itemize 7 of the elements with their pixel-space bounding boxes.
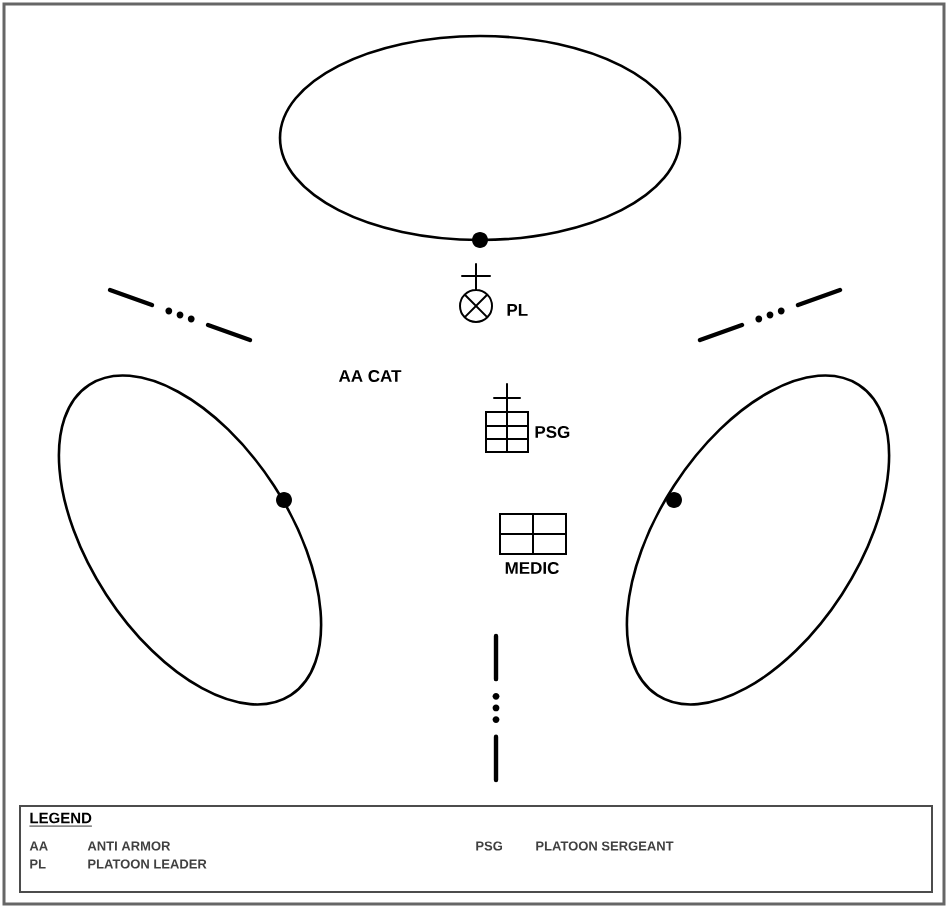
ellipse xyxy=(278,34,682,248)
symbol-label: MEDIC xyxy=(505,561,559,574)
map-label: AA CAT xyxy=(338,369,402,382)
ellipse xyxy=(625,374,891,706)
ellipse xyxy=(57,374,323,706)
symbol-label: PL xyxy=(507,304,528,316)
symbol-label: PSG xyxy=(535,425,570,438)
